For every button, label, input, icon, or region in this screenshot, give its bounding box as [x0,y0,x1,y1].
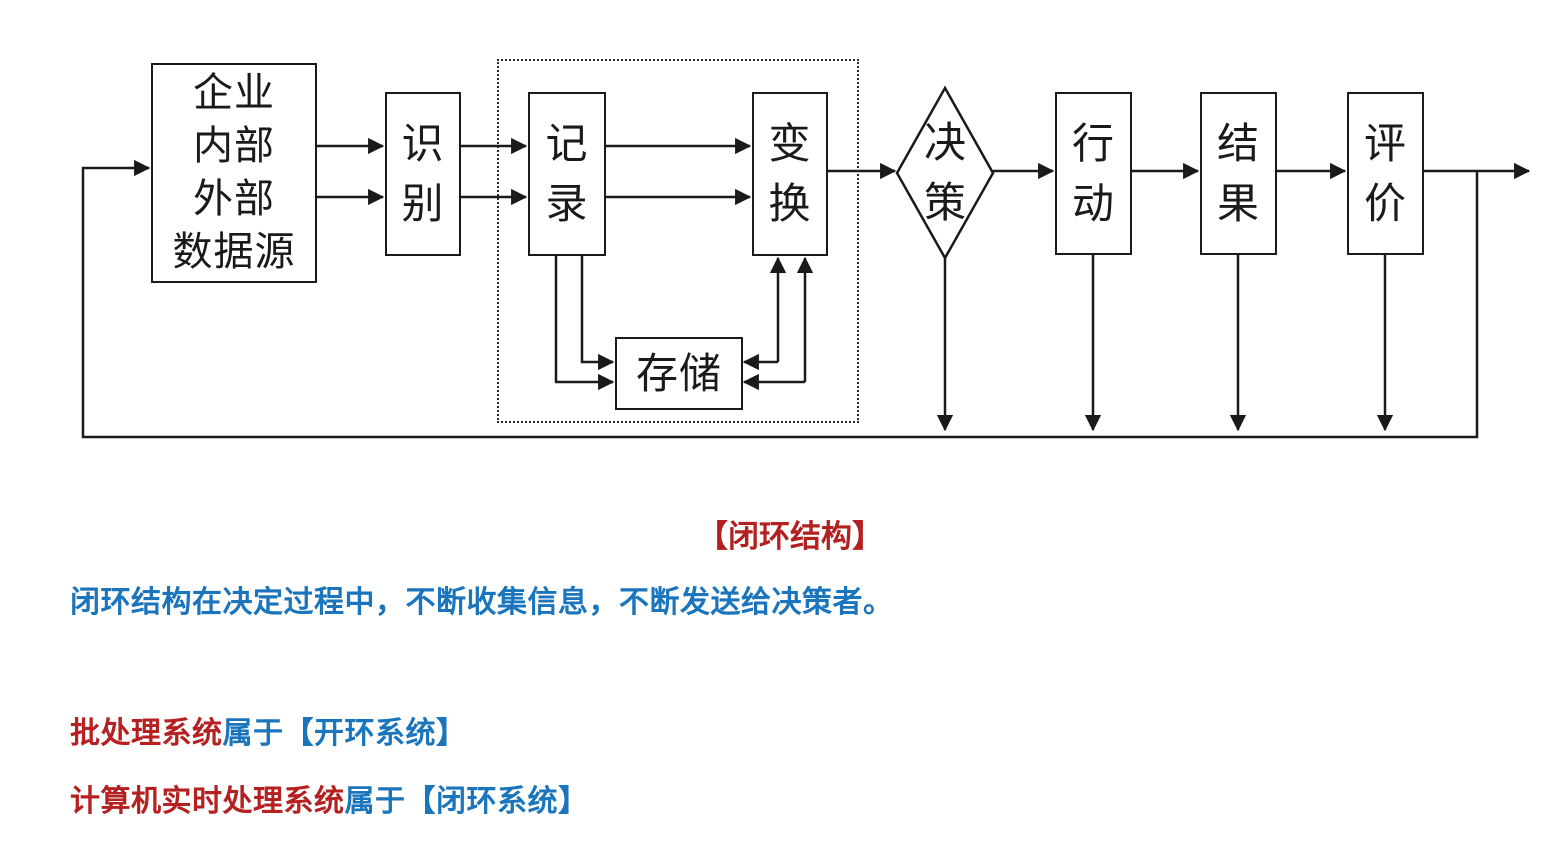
feedback-loop-line [81,159,1479,439]
note-realtime-system: 计算机实时处理系统属于【闭环系统】 [70,776,589,820]
flowchart-connectors [81,85,1531,439]
node-action: 行 动 [1055,92,1132,255]
note-batch-red-text: 批处理系统 [70,716,223,751]
node-decision: 决 策 [897,88,993,258]
node-action-label: 行 动 [1071,118,1115,228]
note-realtime-blue-text: 属于【闭环系统】 [344,784,589,819]
node-transform: 变 换 [752,92,828,256]
node-evaluate-label: 评 价 [1363,118,1407,228]
node-evaluate: 评 价 [1347,92,1424,255]
arrow-record-store-outer [554,255,615,391]
node-result: 结 果 [1200,92,1277,255]
node-identify: 识 别 [385,92,461,256]
flowchart: 企业 内部 外部 数据源 识 别 记 录 变 换 存储 决 策 行 动 结 果 … [81,59,1531,439]
node-result-label: 结 果 [1216,118,1260,228]
node-record: 记 录 [528,92,606,256]
node-data-source: 企业 内部 外部 数据源 [151,63,317,283]
decision-diamond-shape [895,85,995,261]
node-data-source-label: 企业 内部 外部 数据源 [172,70,296,275]
note-description: 闭环结构在决定过程中，不断收集信息，不断发送给决策者。 [70,585,894,620]
note-realtime-red-text: 计算机实时处理系统 [70,784,345,819]
note-batch-blue-text: 属于【开环系统】 [222,716,467,751]
node-transform-label: 变 换 [768,119,812,228]
note-title: 【闭环结构】 [697,519,883,555]
node-store: 存储 [615,337,743,410]
dashed-processing-group [497,59,859,423]
note-batch-system: 批处理系统属于【开环系统】 [70,708,467,752]
node-store-label: 存储 [635,348,722,398]
node-decision-label: 决 策 [923,118,966,227]
arrow-record-store-inner [580,255,615,371]
node-identify-label: 识 别 [401,119,445,228]
node-record-label: 记 录 [545,119,589,228]
